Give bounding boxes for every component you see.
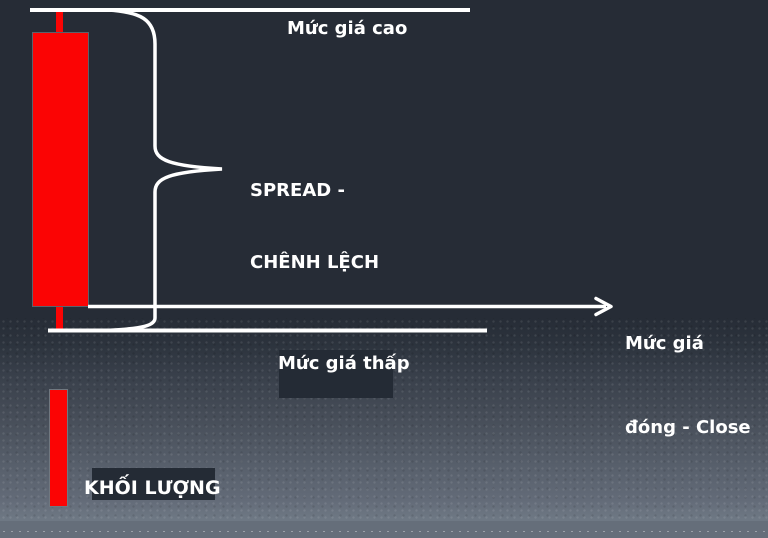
close-price-label-line2: đóng - Close	[625, 417, 751, 438]
arrowhead-icon	[594, 296, 613, 317]
spread-brace	[101, 8, 223, 333]
low-price-label-box	[279, 350, 393, 398]
spread-label-line2: CHÊNH LỆCH	[250, 252, 380, 273]
close-price-label: Mức giá đóng - Close	[625, 274, 751, 498]
bottom-strip	[0, 521, 768, 538]
volume-label: KHỐI LƯỢNG	[84, 477, 221, 499]
spread-label-line1: SPREAD -	[250, 180, 345, 201]
volume-bar	[49, 389, 68, 507]
volume-label-box	[92, 468, 215, 500]
low-price-label: Mức giá thấp	[278, 353, 410, 374]
candle-body	[32, 32, 89, 307]
close-price-label-line1: Mức giá	[625, 333, 704, 354]
spread-label: SPREAD - CHÊNH LỆCH	[250, 131, 379, 323]
high-price-label: Mức giá cao	[287, 18, 408, 39]
candle-lower-wick	[56, 307, 63, 329]
candle-upper-wick	[56, 11, 63, 33]
